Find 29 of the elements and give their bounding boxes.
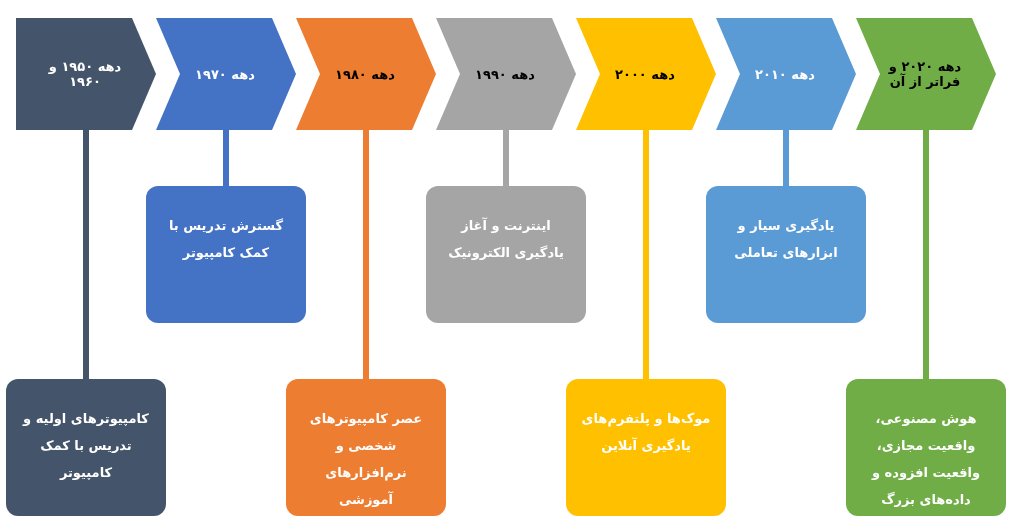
connector-line — [223, 130, 229, 186]
milestone-card — [846, 379, 1006, 516]
milestone-text: گسترش تدریس با کمک کامپیوتر — [167, 217, 285, 262]
milestone-card — [6, 379, 166, 516]
connector-line — [643, 130, 649, 379]
decade-label: دهه ۱۹۹۰ — [474, 66, 536, 82]
milestone-card — [566, 379, 726, 516]
connector-line — [83, 130, 89, 379]
connector-line — [923, 130, 929, 379]
milestone-text: کامپیوترهای اولیه و تدریس با کمک کامپیوتر — [21, 410, 150, 482]
milestone-card — [426, 186, 586, 323]
connector-line — [363, 130, 369, 379]
connector-line — [783, 130, 789, 186]
decade-label: دهه ۱۹۷۰ — [194, 66, 256, 82]
milestone-text: هوش مصنوعی، واقعیت مجازی، واقعیت افزوده و داده‌های بزرگ — [870, 410, 982, 509]
milestone-card — [146, 186, 306, 323]
decade-label: دهه ۲۰۰۰ — [614, 66, 676, 82]
milestone-text: موک‌ها و پلتفرم‌های یادگیری آنلاین — [580, 410, 712, 455]
decade-label: دهه ۱۹۸۰ — [334, 66, 396, 82]
decade-label: دهه ۲۰۱۰ — [754, 66, 816, 82]
milestone-card — [706, 186, 866, 323]
connector-line — [503, 130, 509, 186]
decade-label: دهه ۱۹۵۰ و ۱۹۶۰ — [47, 59, 123, 89]
decade-label: دهه ۲۰۲۰ و فراتر از آن — [887, 59, 963, 89]
milestone-card — [286, 379, 446, 516]
milestone-text: یادگیری سیار و ابزارهای تعاملی — [733, 217, 839, 262]
milestone-text: عصر کامپیوترهای شخصی و نرم‌افزارهای آموزشی — [308, 410, 424, 509]
decade-segment — [16, 18, 156, 130]
milestone-text: اینترنت و آغاز یادگیری الکترونیک — [447, 216, 565, 262]
